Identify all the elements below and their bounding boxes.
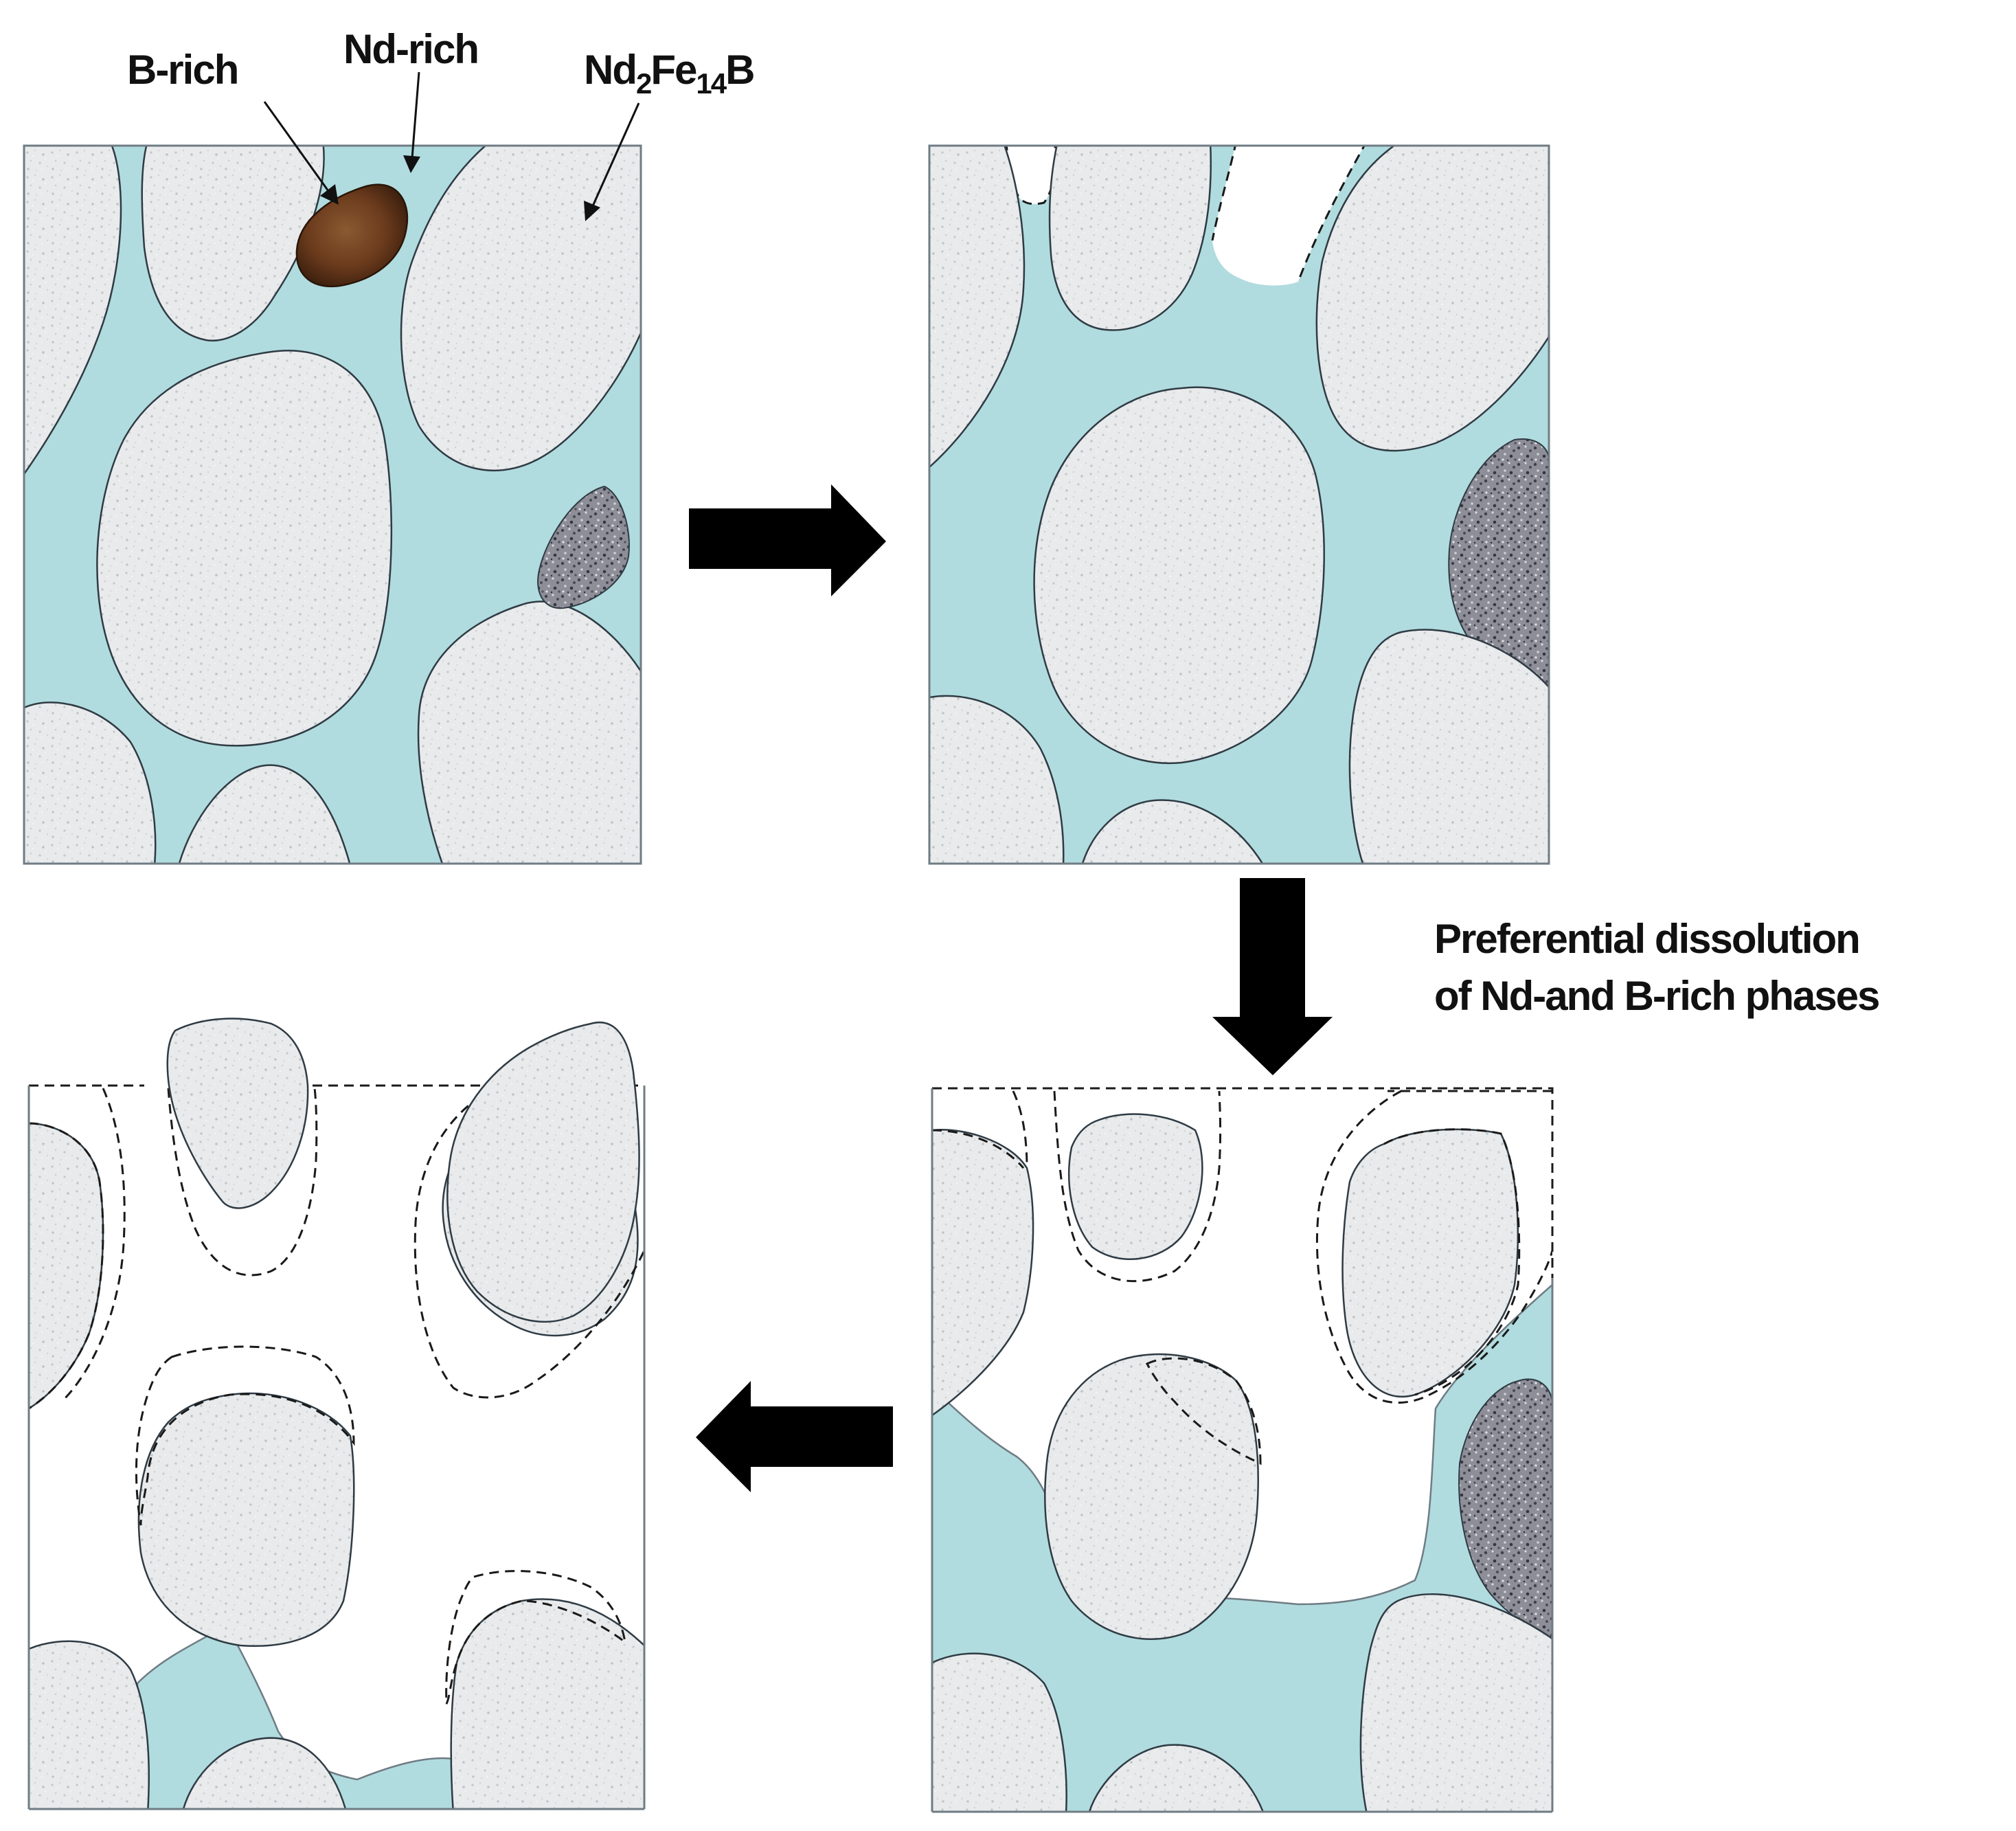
label-nd-rich: Nd-rich (343, 26, 478, 72)
step-arrow-down (1212, 878, 1333, 1075)
original-grain-outline (60, 1088, 126, 1403)
nd2fe14b-grain (932, 1129, 1034, 1417)
nd2fe14b-grain (446, 1021, 640, 1323)
panel-final (27, 1018, 646, 1810)
dissolved-pore (1006, 146, 1056, 204)
nd2fe14b-grain (1088, 1744, 1265, 1812)
nd2fe14b-grain (929, 146, 1026, 469)
original-grain-outline (1053, 1090, 1222, 1283)
nd2fe14b-grain (1048, 146, 1212, 331)
b-rich-particle (295, 183, 409, 288)
label-nd2fe14b: Nd2Fe14B (584, 47, 754, 100)
dissolved-pore (1212, 146, 1365, 286)
nd2fe14b-grain (1033, 386, 1325, 765)
caption-line-1: Preferential dissolution (1434, 916, 1859, 962)
leader-nd2fe14b (591, 102, 640, 208)
original-grain-outline (1315, 1090, 1552, 1404)
nd2fe14b-grain (1044, 1353, 1259, 1640)
panel-dissolution-start (928, 144, 1550, 865)
label-nd2fe14b-main: Nd (584, 47, 636, 93)
original-grain-outline (167, 1088, 318, 1277)
nd2fe14b-grain (1315, 146, 1549, 452)
original-surface-outline (932, 1087, 1554, 1278)
dissolved-pore-outline (1211, 146, 1236, 241)
dissolved-pore-outline (1297, 146, 1366, 282)
nd2fe14b-grain (24, 701, 157, 864)
label-b-rich: B-rich (127, 47, 238, 93)
nd2fe14b-grain (137, 1392, 355, 1647)
nd2fe14b-grain (929, 695, 1065, 864)
nd2fe14b-grain (182, 1737, 347, 1809)
dark-grain (537, 485, 630, 609)
step-arrow-right (689, 484, 886, 596)
label-nd2fe14b-b: B (725, 47, 754, 93)
panel-preferential-dissolution (931, 1087, 1554, 1813)
original-grain-outline (1145, 1357, 1262, 1465)
original-grain-outline (445, 1570, 627, 1705)
nd2fe14b-grain (178, 764, 351, 864)
leader-b-rich-arrowhead (320, 184, 339, 205)
original-grain-outline (932, 1129, 1025, 1169)
nd2fe14b-grain (96, 350, 393, 747)
original-grain-outline (1012, 1090, 1028, 1169)
label-nd2fe14b-sub1: 2 (636, 67, 651, 100)
step-arrow-left (696, 1381, 893, 1492)
nd2fe14b-grain (1081, 799, 1264, 864)
nd2fe14b-grain (450, 1598, 644, 1809)
nd2fe14b-grain (1068, 1113, 1203, 1260)
nd2fe14b-grain (166, 1018, 309, 1209)
original-grain-outline (135, 1345, 355, 1526)
nd2fe14b-grain (400, 146, 641, 472)
original-grain-outline (1383, 1128, 1521, 1396)
label-nd2fe14b-sub2: 14 (696, 67, 727, 100)
phase-labels: B-rich Nd-rich Nd2Fe14B (127, 26, 755, 221)
original-grain-outline (29, 1122, 104, 1410)
leader-nd-rich-arrowhead (403, 155, 420, 173)
panel-initial (23, 144, 642, 865)
leader-nd2fe14b-arrowhead (584, 201, 600, 221)
leader-b-rich (263, 101, 330, 192)
leader-nd-rich (411, 71, 420, 159)
caption: Preferential dissolution of Nd-and B-ric… (1434, 916, 1880, 1019)
nd2fe14b-grain (29, 1640, 150, 1809)
label-nd2fe14b-fe: Fe (650, 47, 696, 93)
nd2fe14b-grain (1348, 629, 1549, 864)
caption-line-2: of Nd-and B-rich phases (1434, 973, 1879, 1019)
original-grain-outline (414, 1087, 644, 1399)
nd2fe14b-grain (932, 1652, 1067, 1812)
nd2fe14b-grain (24, 146, 122, 476)
nd2fe14b-grain (1359, 1593, 1552, 1812)
nd2fe14b-grain (417, 600, 641, 864)
